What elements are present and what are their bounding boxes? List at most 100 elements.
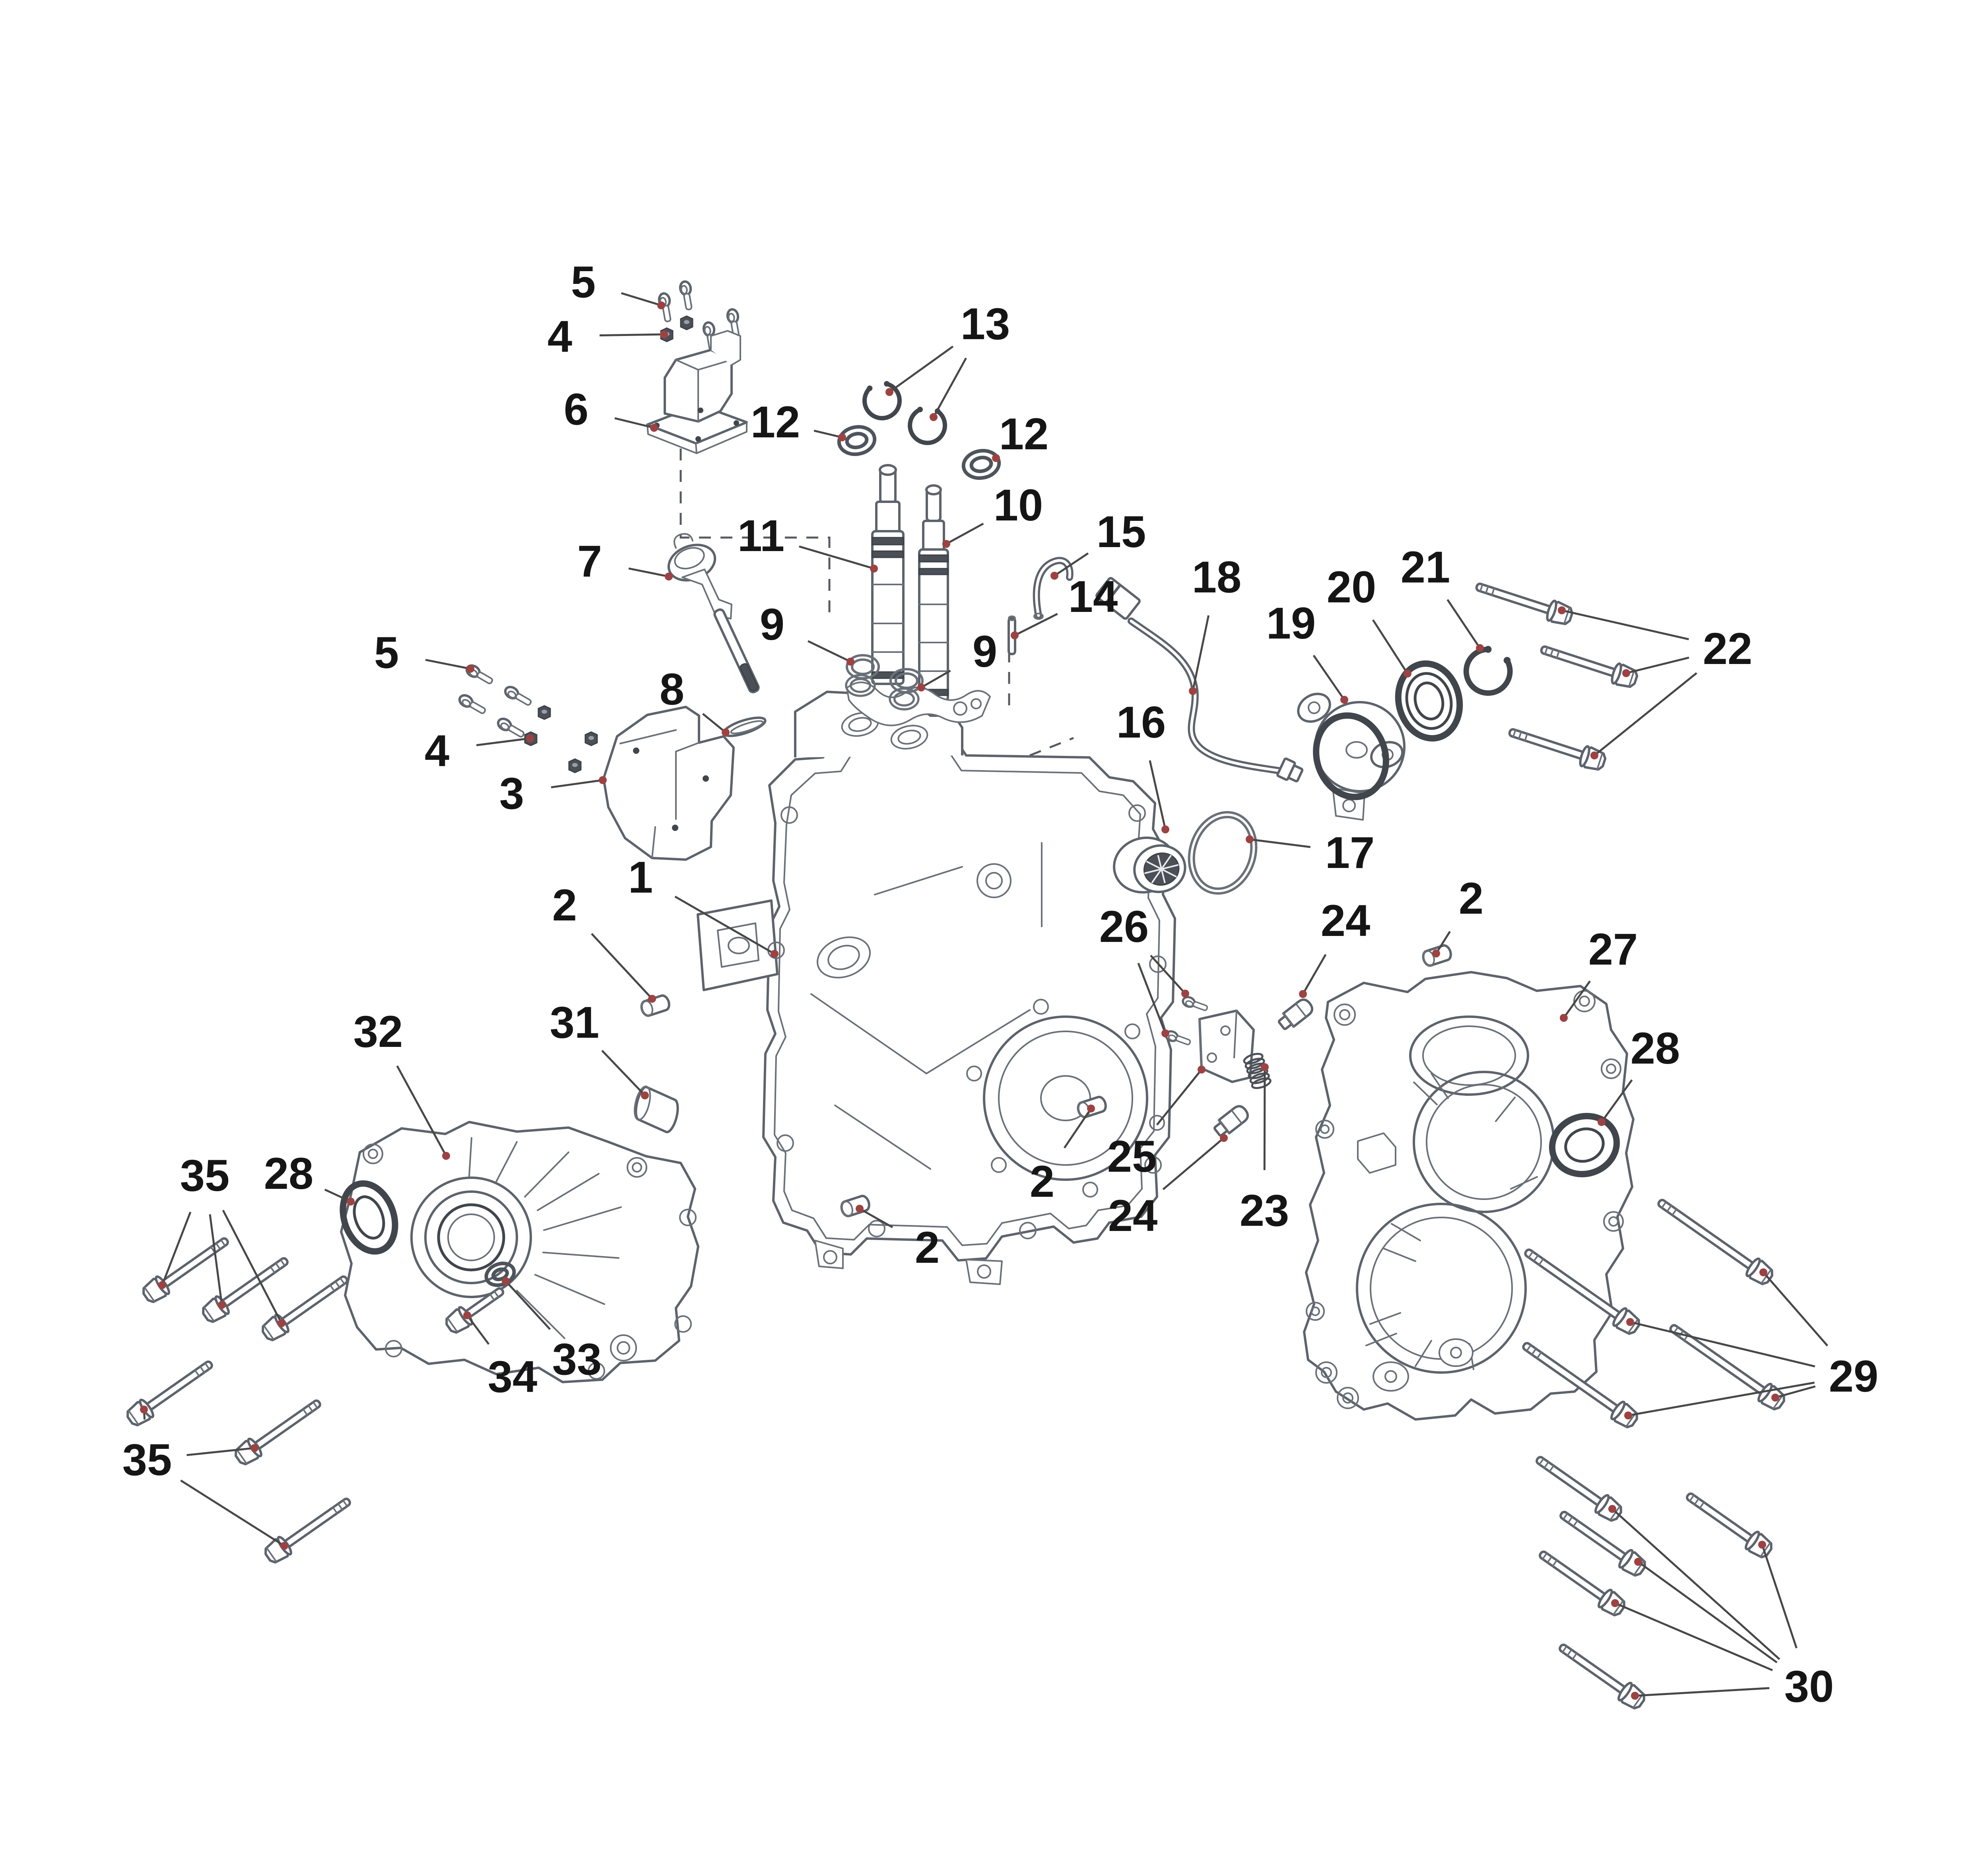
leader-marker <box>1432 949 1440 957</box>
leader-line <box>1775 1385 1816 1399</box>
leader-line <box>1302 954 1327 995</box>
part-bolts-35-upper <box>140 1232 352 1343</box>
part-bolts-22 <box>1474 577 1639 772</box>
leader-line <box>1162 1137 1225 1190</box>
part-number-label: 23 <box>1240 1186 1289 1235</box>
leader-line <box>1594 672 1697 756</box>
leader-marker <box>502 1277 510 1285</box>
leader-marker <box>1161 1029 1169 1037</box>
leader-marker <box>1598 1118 1606 1126</box>
leader-line <box>1054 552 1089 577</box>
leader-line <box>425 659 471 670</box>
leader-marker <box>218 1301 226 1309</box>
callout-4-l: 4 <box>425 726 534 776</box>
leader-line <box>614 417 654 429</box>
callout-2-a: 2 <box>552 880 656 1003</box>
part-number-label: 26 <box>1099 902 1149 951</box>
leader-line <box>1615 1602 1773 1672</box>
callout-4-top: 4 <box>547 312 668 361</box>
leader-line <box>807 640 851 663</box>
callout-10: 10 <box>942 480 1043 548</box>
leader-marker <box>463 1311 471 1319</box>
part-side-cover-left <box>340 1121 699 1383</box>
leader-line <box>599 333 664 336</box>
callout-24-t: 24 <box>1299 896 1370 998</box>
callout-18: 18 <box>1189 552 1241 695</box>
leader-marker <box>1611 1599 1619 1607</box>
part-number-label: 28 <box>264 1149 314 1198</box>
part-number-label: 20 <box>1327 562 1376 612</box>
leader-marker <box>1608 1505 1616 1513</box>
leader-line <box>920 670 951 689</box>
part-number-label: 5 <box>571 257 596 307</box>
callout-34: 34 <box>463 1311 537 1402</box>
leader-line <box>945 522 984 545</box>
callout-9-r: 9 <box>917 627 997 691</box>
part-number-label: 2 <box>552 880 577 930</box>
part-side-cover-right <box>1303 971 1635 1421</box>
part-number-label: 9 <box>973 627 997 676</box>
part-oil-seal-right <box>1549 1112 1620 1178</box>
leader-line <box>324 1188 351 1203</box>
callout-22: 22 <box>1558 606 1752 759</box>
leader-marker <box>870 565 878 573</box>
part-number-label: 19 <box>1266 598 1316 648</box>
leader-line <box>1249 838 1311 848</box>
part-guide-plate-25 <box>1198 1010 1255 1083</box>
leader-line <box>1192 615 1210 691</box>
part-bearing-seal-20 <box>1395 660 1463 742</box>
part-screw-set-left <box>458 663 598 773</box>
leader-line <box>889 346 954 393</box>
part-number-label: 13 <box>961 299 1010 349</box>
leader-marker <box>1759 1268 1767 1276</box>
part-number-label: 6 <box>564 384 588 434</box>
part-snap-ring-21 <box>1459 641 1518 700</box>
leader-marker <box>846 658 854 666</box>
part-number-label: 7 <box>577 536 602 586</box>
part-number-label: 10 <box>994 480 1043 530</box>
leader-line <box>1563 980 1591 1019</box>
part-number-label: 32 <box>353 1007 403 1056</box>
leader-line <box>859 1208 893 1229</box>
callout-20: 20 <box>1327 562 1411 678</box>
leader-line <box>621 292 662 307</box>
part-oring-17 <box>1188 811 1258 895</box>
callout-25: 25 <box>1107 1066 1206 1181</box>
part-number-label: 14 <box>1068 572 1118 621</box>
callout-28-r: 28 <box>1598 1023 1680 1126</box>
leader-marker <box>1560 1014 1568 1022</box>
leader-marker <box>1011 631 1019 639</box>
leader-marker <box>1261 1063 1269 1071</box>
part-number-label: 9 <box>760 600 784 649</box>
leader-line <box>476 737 530 746</box>
leader-marker <box>526 734 534 742</box>
part-number-label: 2 <box>915 1223 940 1272</box>
leader-marker <box>1558 606 1566 614</box>
leader-marker <box>599 776 607 784</box>
callout-21: 21 <box>1401 542 1484 652</box>
leader-marker <box>1771 1394 1779 1402</box>
leader-marker <box>1198 1066 1206 1074</box>
part-number-label: 24 <box>1321 896 1371 945</box>
leader-marker <box>1404 670 1411 678</box>
leader-marker <box>466 665 474 673</box>
part-number-label: 12 <box>751 397 800 447</box>
part-number-label: 4 <box>425 726 449 776</box>
callout-35-b: 35 <box>122 1406 288 1550</box>
leader-line <box>674 895 775 955</box>
part-number-label: 17 <box>1325 828 1375 878</box>
part-number-label: 1 <box>628 852 653 902</box>
part-transmission-housing <box>697 691 1176 1285</box>
callout-35-t: 35 <box>158 1151 285 1327</box>
callout-23: 23 <box>1240 1063 1289 1235</box>
part-number-label: 34 <box>488 1352 538 1402</box>
callout-29: 29 <box>1624 1268 1878 1419</box>
leader-marker <box>657 301 665 309</box>
leader-marker <box>140 1406 148 1413</box>
part-number-label: 27 <box>1588 924 1638 974</box>
callout-26: 26 <box>1099 902 1189 1037</box>
callout-31: 31 <box>550 998 649 1099</box>
leader-line <box>813 429 843 439</box>
